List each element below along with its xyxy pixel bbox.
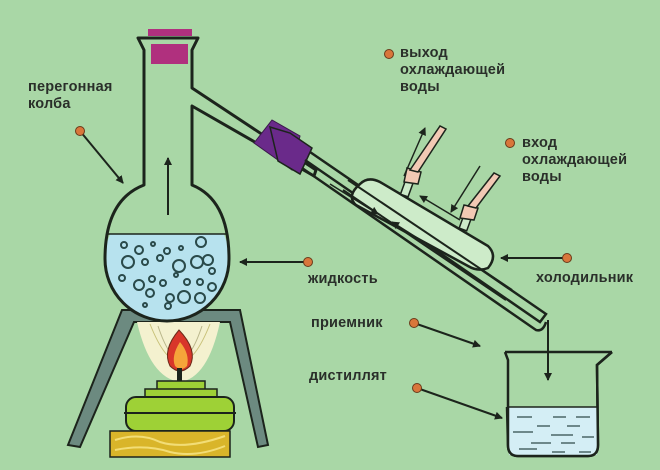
alcohol-burner xyxy=(109,380,236,458)
label-liquid: жидкость xyxy=(308,271,378,287)
water-outlet-hose xyxy=(399,125,448,198)
bubble xyxy=(178,245,184,251)
bubble xyxy=(177,290,191,304)
bubble xyxy=(172,259,186,273)
label-water-inlet: вход охлаждающей воды xyxy=(522,135,628,185)
stopper xyxy=(148,29,192,36)
label-receiver: приемник xyxy=(311,315,383,331)
label-distillate: дистиллят xyxy=(309,368,387,384)
bubble xyxy=(133,279,145,291)
bubble xyxy=(142,302,148,308)
bubble xyxy=(118,274,126,282)
callouts xyxy=(75,49,572,420)
bubble xyxy=(159,279,167,287)
bubble xyxy=(195,236,207,248)
bubble xyxy=(208,267,216,275)
bubble xyxy=(141,258,149,266)
bubble xyxy=(156,254,164,262)
bubble xyxy=(150,241,156,247)
bubble xyxy=(148,275,156,283)
condenser xyxy=(301,150,548,332)
adapter-stopper xyxy=(253,119,313,176)
receiver-beaker xyxy=(503,320,613,458)
bubble xyxy=(121,255,135,269)
tripod xyxy=(66,309,270,449)
bubble xyxy=(194,292,206,304)
distillation-flask xyxy=(103,29,318,323)
bubble xyxy=(120,241,128,249)
bubble xyxy=(164,302,172,310)
bubble xyxy=(196,278,204,286)
water-inlet-hose xyxy=(450,165,502,232)
label-condenser: холодильник xyxy=(536,270,634,286)
bubble xyxy=(207,282,217,292)
flame xyxy=(137,322,220,382)
bubble xyxy=(134,245,144,255)
bubble xyxy=(165,293,175,303)
bubble xyxy=(145,288,155,298)
label-water-outlet: выход охлаждающей воды xyxy=(400,45,506,95)
bubble xyxy=(183,278,191,286)
bubble xyxy=(202,254,214,266)
bubble xyxy=(163,247,171,255)
label-distillation-flask: перегонная колба xyxy=(28,79,113,112)
bubble xyxy=(173,272,179,278)
